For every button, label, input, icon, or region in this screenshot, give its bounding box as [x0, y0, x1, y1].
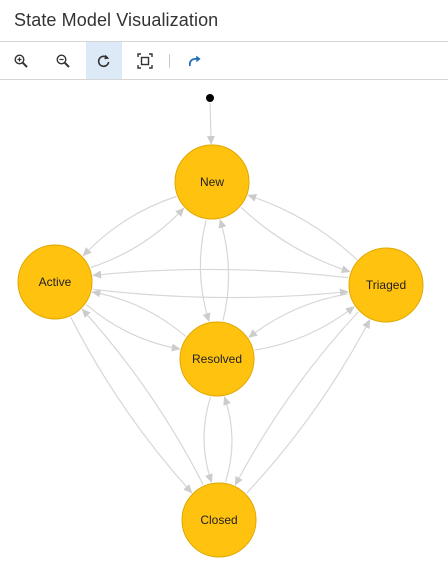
zoom-out-button[interactable]	[45, 42, 81, 79]
edge-active-to-new	[90, 207, 185, 269]
edge-resolved-to-active	[91, 289, 187, 337]
edge-new-to-triaged	[240, 206, 351, 274]
fit-to-screen-icon	[137, 52, 153, 69]
state-node-triaged[interactable]: Triaged	[348, 247, 424, 323]
edge-resolved-to-closed	[203, 396, 213, 484]
refresh-icon	[97, 54, 110, 67]
state-label-resolved: Resolved	[192, 352, 242, 366]
edge-resolved-to-new	[218, 218, 230, 321]
header-bar: State Model Visualization	[0, 0, 448, 42]
state-node-closed[interactable]: Closed	[181, 482, 257, 558]
state-circle-active	[17, 244, 93, 320]
refresh-button[interactable]	[86, 42, 122, 79]
edge-triaged-to-new	[247, 193, 358, 261]
zoom-out-icon	[56, 53, 70, 68]
edge-closed-to-triaged	[246, 319, 371, 494]
zoom-in-button[interactable]	[3, 42, 39, 79]
state-circle-closed	[181, 482, 257, 558]
edge-resolved-to-triaged	[254, 306, 355, 351]
state-node-active[interactable]: Active	[17, 244, 93, 320]
state-label-triaged: Triaged	[366, 278, 406, 292]
edge-active-to-resolved	[85, 304, 181, 352]
edge-closed-to-active	[81, 308, 204, 485]
zoom-in-icon	[14, 53, 28, 68]
state-label-closed: Closed	[200, 513, 237, 527]
edge-triaged-to-closed	[234, 311, 359, 486]
edge-new-to-resolved	[199, 220, 211, 323]
state-node-resolved[interactable]: Resolved	[179, 321, 255, 397]
fit-to-screen-button[interactable]	[127, 42, 163, 79]
edge-new-to-active	[82, 195, 177, 257]
state-node-new[interactable]: New	[174, 144, 250, 220]
state-label-new: New	[200, 175, 224, 189]
redo-button[interactable]	[176, 42, 212, 79]
toolbar	[0, 42, 448, 80]
page-title: State Model Visualization	[14, 10, 219, 30]
edge-closed-to-resolved	[223, 395, 233, 483]
edge-active-to-triaged	[92, 288, 349, 299]
edge-active-to-closed	[70, 317, 193, 494]
toolbar-divider	[169, 54, 170, 68]
state-circle-triaged	[348, 247, 424, 323]
state-circle-new	[174, 144, 250, 220]
edge-triaged-to-active	[92, 268, 349, 279]
state-circle-resolved	[179, 321, 255, 397]
edge-triaged-to-resolved	[248, 293, 349, 338]
start-node	[206, 94, 214, 102]
state-label-active: Active	[39, 275, 72, 289]
edge-layer	[70, 102, 371, 494]
edge-start-to-new	[206, 102, 215, 145]
redo-arrow-icon	[188, 55, 201, 66]
